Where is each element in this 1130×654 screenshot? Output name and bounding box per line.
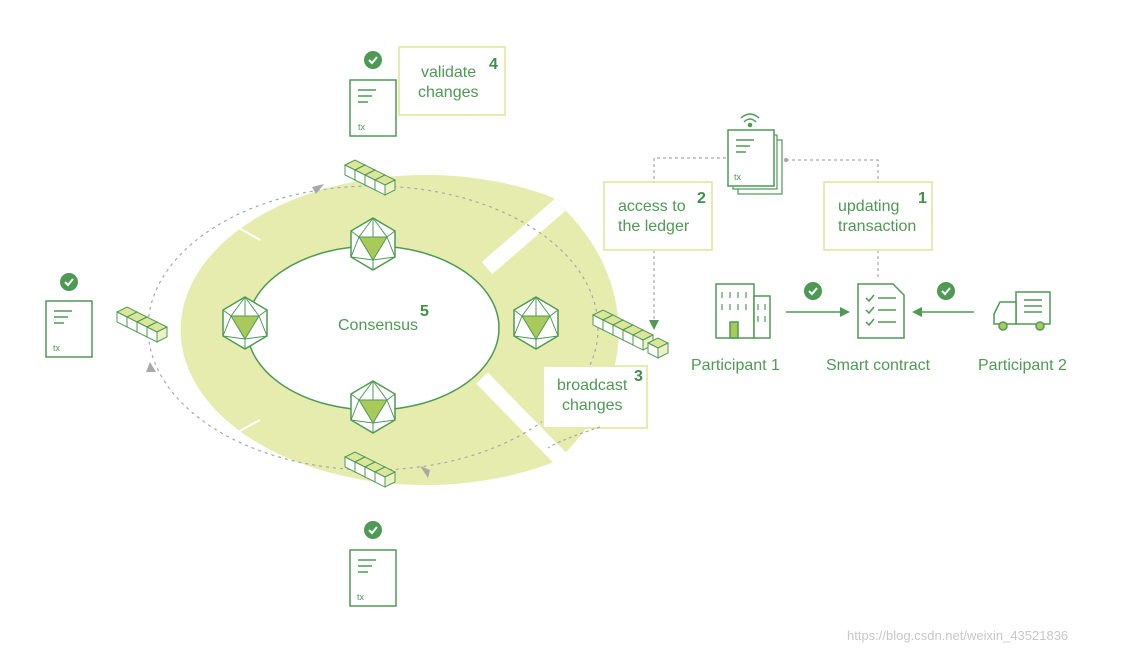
transaction-stack: tx: [727, 129, 783, 195]
contract-icon: [857, 283, 905, 339]
ledger-connectors: [547, 157, 879, 449]
ring-gap-top: [481, 198, 566, 275]
step-3-number: 3: [634, 368, 643, 385]
broadcast-line1: broadcast: [557, 377, 628, 394]
updating-line1: updating: [838, 198, 899, 215]
access-line1: access to: [618, 198, 686, 215]
orbit-arrow: [420, 466, 430, 478]
svg-text:tx: tx: [357, 592, 365, 602]
smart-contract-label: Smart contract: [826, 357, 931, 374]
updating-box: [823, 181, 933, 251]
building-icon: [715, 283, 771, 339]
step-1-number: 1: [918, 190, 927, 207]
svg-text:tx: tx: [53, 343, 61, 353]
check-icon: [363, 50, 383, 70]
access-box: [603, 181, 713, 251]
validate-box: [398, 46, 506, 116]
flow-arrows: [786, 307, 974, 317]
validate-line2: changes: [418, 84, 479, 101]
check-icon: [803, 281, 823, 301]
check-icon: [59, 272, 79, 292]
orbit-arrow: [146, 362, 156, 372]
svg-text:tx: tx: [358, 122, 366, 132]
consensus-label: Consensus: [338, 317, 418, 334]
document-icon: tx: [349, 79, 397, 137]
broadcast-box: [542, 365, 648, 429]
down-arrow: [649, 320, 659, 330]
wifi-icon: [740, 113, 760, 128]
block-chain-icon: [117, 307, 167, 342]
access-line2: the ledger: [618, 218, 690, 235]
tx-label: tx: [734, 172, 742, 182]
orbit-arrow: [312, 184, 324, 194]
broadcast-line2: changes: [562, 397, 623, 414]
participant-2-label: Participant 2: [978, 357, 1067, 374]
check-icon: [363, 520, 383, 540]
ring-gap-bottom: [476, 372, 566, 464]
truck-icon: [993, 291, 1051, 331]
document-icon: tx: [45, 300, 93, 358]
ring-divider: [194, 202, 261, 241]
step-5-number: 5: [420, 303, 429, 320]
updating-line2: transaction: [838, 218, 916, 235]
check-icon: [936, 281, 956, 301]
step-4-number: 4: [489, 56, 498, 73]
participant-1-label: Participant 1: [691, 357, 780, 374]
watermark: https://blog.csdn.net/weixin_43521836: [847, 628, 1068, 643]
ring-divider: [194, 419, 261, 456]
step-2-number: 2: [697, 190, 706, 207]
connector-dot: [784, 158, 788, 162]
validate-line1: validate: [421, 64, 476, 81]
document-icon: tx: [349, 549, 397, 607]
